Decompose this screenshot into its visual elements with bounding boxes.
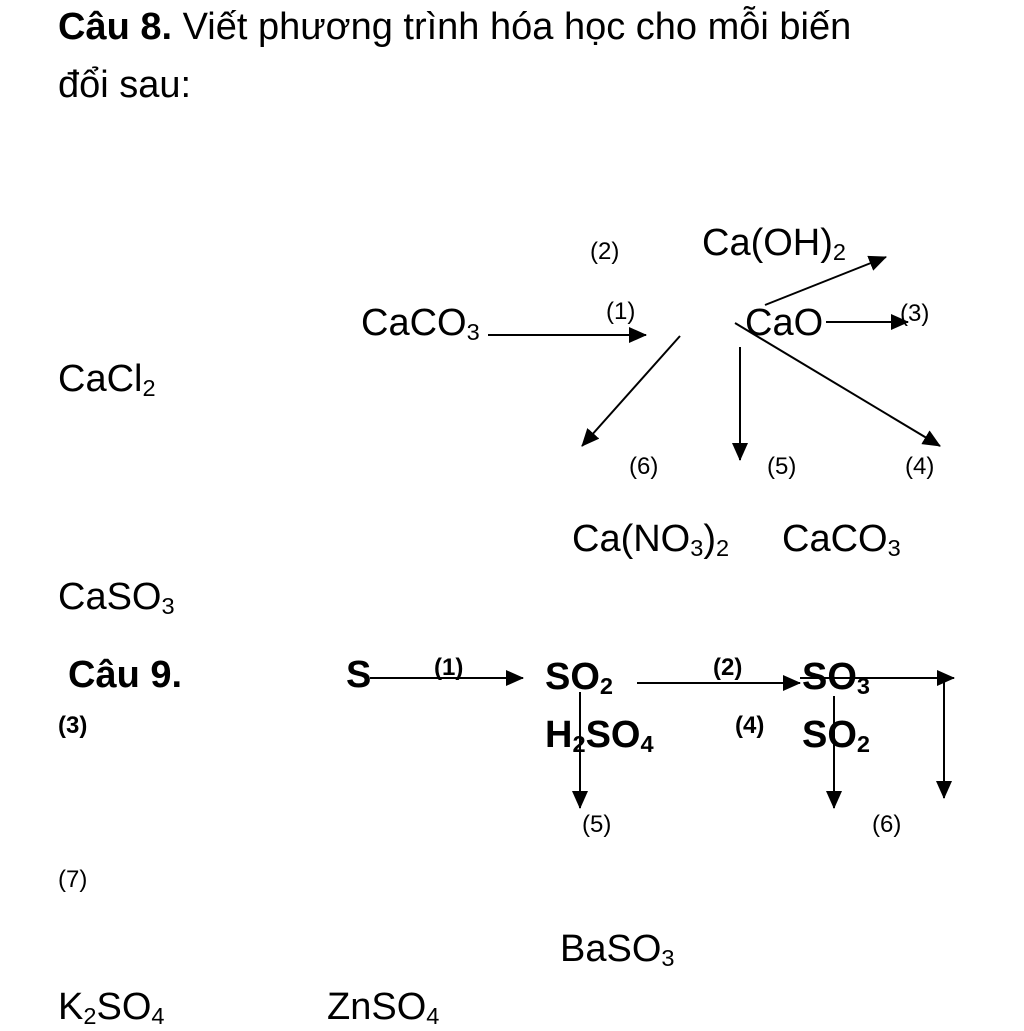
arrow-q8-2 (764, 255, 887, 306)
q8-heading-text: Viết phương trình hóa học cho mỗi biến (172, 6, 852, 48)
formula-so2-bottom: SO2 (802, 714, 871, 758)
formula-caoh2: Ca(OH)2 (702, 222, 846, 266)
formula-caco3-top: CaCO3 (361, 302, 480, 346)
q9-label-6: (6) (872, 811, 902, 838)
arrow-q8-6 (581, 335, 681, 447)
formula-baso3: BaSO3 (560, 928, 675, 972)
q8-label-1: (1) (606, 298, 636, 325)
q8-label-3: (3) (900, 300, 930, 327)
q9-label-2: (2) (713, 654, 743, 681)
q8-label-2: (2) (590, 238, 620, 265)
formula-k2so4: K2SO4 (58, 986, 165, 1030)
q8-heading-bold: Câu 8. (58, 6, 173, 48)
q9-label-3: (3) (58, 712, 88, 739)
formula-h2so4: H2SO4 (545, 714, 654, 758)
formula-so2-top: SO2 (545, 656, 614, 700)
formula-cacl2: CaCl2 (58, 358, 156, 402)
q8-heading-line1: Câu 8. Viết phương trình hóa học cho mỗi… (58, 8, 851, 46)
q8-label-4: (4) (905, 453, 935, 480)
q9-label-4: (4) (735, 712, 765, 739)
q8-label-6: (6) (629, 453, 659, 480)
q8-label-5: (5) (767, 453, 797, 480)
q9-label-1: (1) (434, 654, 464, 681)
formula-caco3-bottom: CaCO3 (782, 518, 901, 562)
q9-label-7: (7) (58, 866, 88, 893)
q9-heading: Câu 9. (68, 654, 183, 696)
q8-heading-line2: đổi sau: (58, 64, 192, 106)
formula-s: S (346, 654, 372, 696)
formula-so3: SO3 (802, 656, 871, 700)
formula-caso3: CaSO3 (58, 576, 175, 620)
formula-znso4: ZnSO4 (327, 986, 440, 1030)
formula-cao: CaO (745, 302, 824, 344)
q9-label-5: (5) (582, 811, 612, 838)
formula-cano32: Ca(NO3)2 (572, 518, 730, 562)
